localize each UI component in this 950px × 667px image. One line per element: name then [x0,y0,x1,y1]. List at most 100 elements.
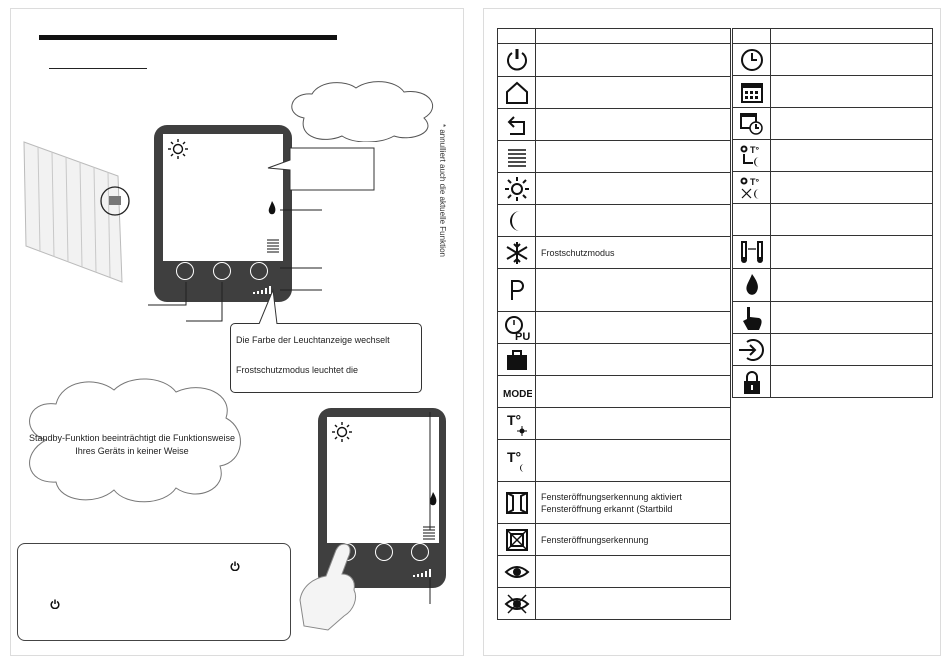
icon-description [535,204,731,237]
temp-sun-icon: T° [497,407,536,440]
icon-description [770,333,933,366]
icon-table-row [497,140,731,173]
svg-text:T°: T° [750,145,759,155]
calendar-clock-icon [732,107,771,140]
icon-description [535,311,731,344]
home-button[interactable] [375,543,393,561]
svg-text:T°: T° [750,177,759,187]
icon-description [770,75,933,108]
icon-table-row [732,333,933,366]
icon-description [770,365,933,398]
eye-crossed-icon [497,587,536,620]
icon-description [535,268,731,312]
icon-description [535,555,731,588]
flame-icon [732,268,771,302]
icon-table-right: T° T° [732,28,933,398]
power-button[interactable] [176,262,194,280]
icon-table-row: T° [497,439,731,482]
icon-description: Frostschutzmodus [535,236,731,269]
temp-sun-moon-crossed-icon: T° [732,171,771,204]
menu-lines-icon [267,239,279,253]
device-screen-secondary [327,417,439,543]
callout-line-1: Die Farbe der Leuchtanzeige wechselt [236,335,390,345]
leader-line-secondary [429,412,431,604]
speech-box-device [267,147,375,191]
back-button[interactable] [411,543,429,561]
back-arrow-icon [497,108,536,141]
info-box [17,543,291,641]
clock-pu-icon: PU [497,311,536,344]
cloud-bottom-left [29,378,241,503]
svg-text:MODE: MODE [503,389,532,400]
window-crossed-icon [497,523,536,556]
sun-icon [168,139,188,159]
cloud-bottom-text: Standby-Funktion beeinträchtigt die Funk… [28,433,236,456]
icon-table-row [497,555,731,588]
sun-icon [497,172,536,205]
temp-sun-moon-icon: T° [732,139,771,172]
icon-description [770,43,933,76]
moon-icon [497,204,536,237]
temp-moon-icon: T° [497,439,536,482]
menu-lines-icon [423,526,435,540]
icon-table-row [732,235,933,269]
icon-table-row [732,365,933,398]
signal-indicator-icon [253,286,271,294]
svg-text:PU: PU [515,331,530,341]
subtitle-underline [49,68,147,69]
radiator-illustration [23,141,130,283]
icon-table-row: T° [732,171,933,204]
icon-description [535,407,731,440]
flame-icon [429,492,437,506]
hand-illustration [299,543,357,631]
power-icon [497,43,536,77]
icon-table-row [497,587,731,620]
power-icon [230,561,240,571]
icon-table-row [497,268,731,312]
icon-table-row [497,204,731,237]
menu-lines-icon [497,140,536,173]
icon-description: Fensteröffnungserkennung [535,523,731,556]
mode-text-icon: MODE [497,375,536,408]
icon-table-row [497,108,731,141]
icon-table-row [497,43,731,77]
callout-line-2: Frostschutzmodus leuchtet die [236,365,359,375]
back-button[interactable] [250,262,268,280]
icon-table-row: T° [732,139,933,172]
sun-icon [332,422,352,442]
lock-icon [732,365,771,398]
home-icon [497,76,536,109]
icon-description [770,171,933,204]
cloud-top-right [291,81,434,142]
icon-table-row [732,43,933,76]
icon-table-row [732,268,933,302]
svg-text:T°: T° [507,412,521,428]
icon-description [770,107,933,140]
blank-icon [732,203,771,236]
snowflake-icon [497,236,536,269]
icon-table-row [497,343,731,376]
home-button[interactable] [213,262,231,280]
title-bar [39,35,337,40]
eye-icon [497,555,536,588]
icon-table-row: Frostschutzmodus [497,236,731,269]
icon-description [535,172,731,205]
icon-table-row [497,76,731,109]
icon-description [535,43,731,77]
icon-description [770,235,933,269]
icon-description [770,203,933,236]
icon-description [535,76,731,109]
icon-description [535,587,731,620]
power-icon [50,599,60,609]
signal-indicator-icon [413,569,431,577]
leader-lines [148,209,322,322]
icon-table-row [732,203,933,236]
thermometer-range-icon [732,235,771,269]
callout-box: Die Farbe der Leuchtanzeige wechselt Fro… [230,323,422,393]
icon-description: Fensteröffnungserkennung aktiviert Fenst… [535,481,731,524]
thermostat-device-secondary [318,408,446,588]
device-screen [163,134,283,261]
icon-description [770,139,933,172]
icon-description [770,268,933,302]
